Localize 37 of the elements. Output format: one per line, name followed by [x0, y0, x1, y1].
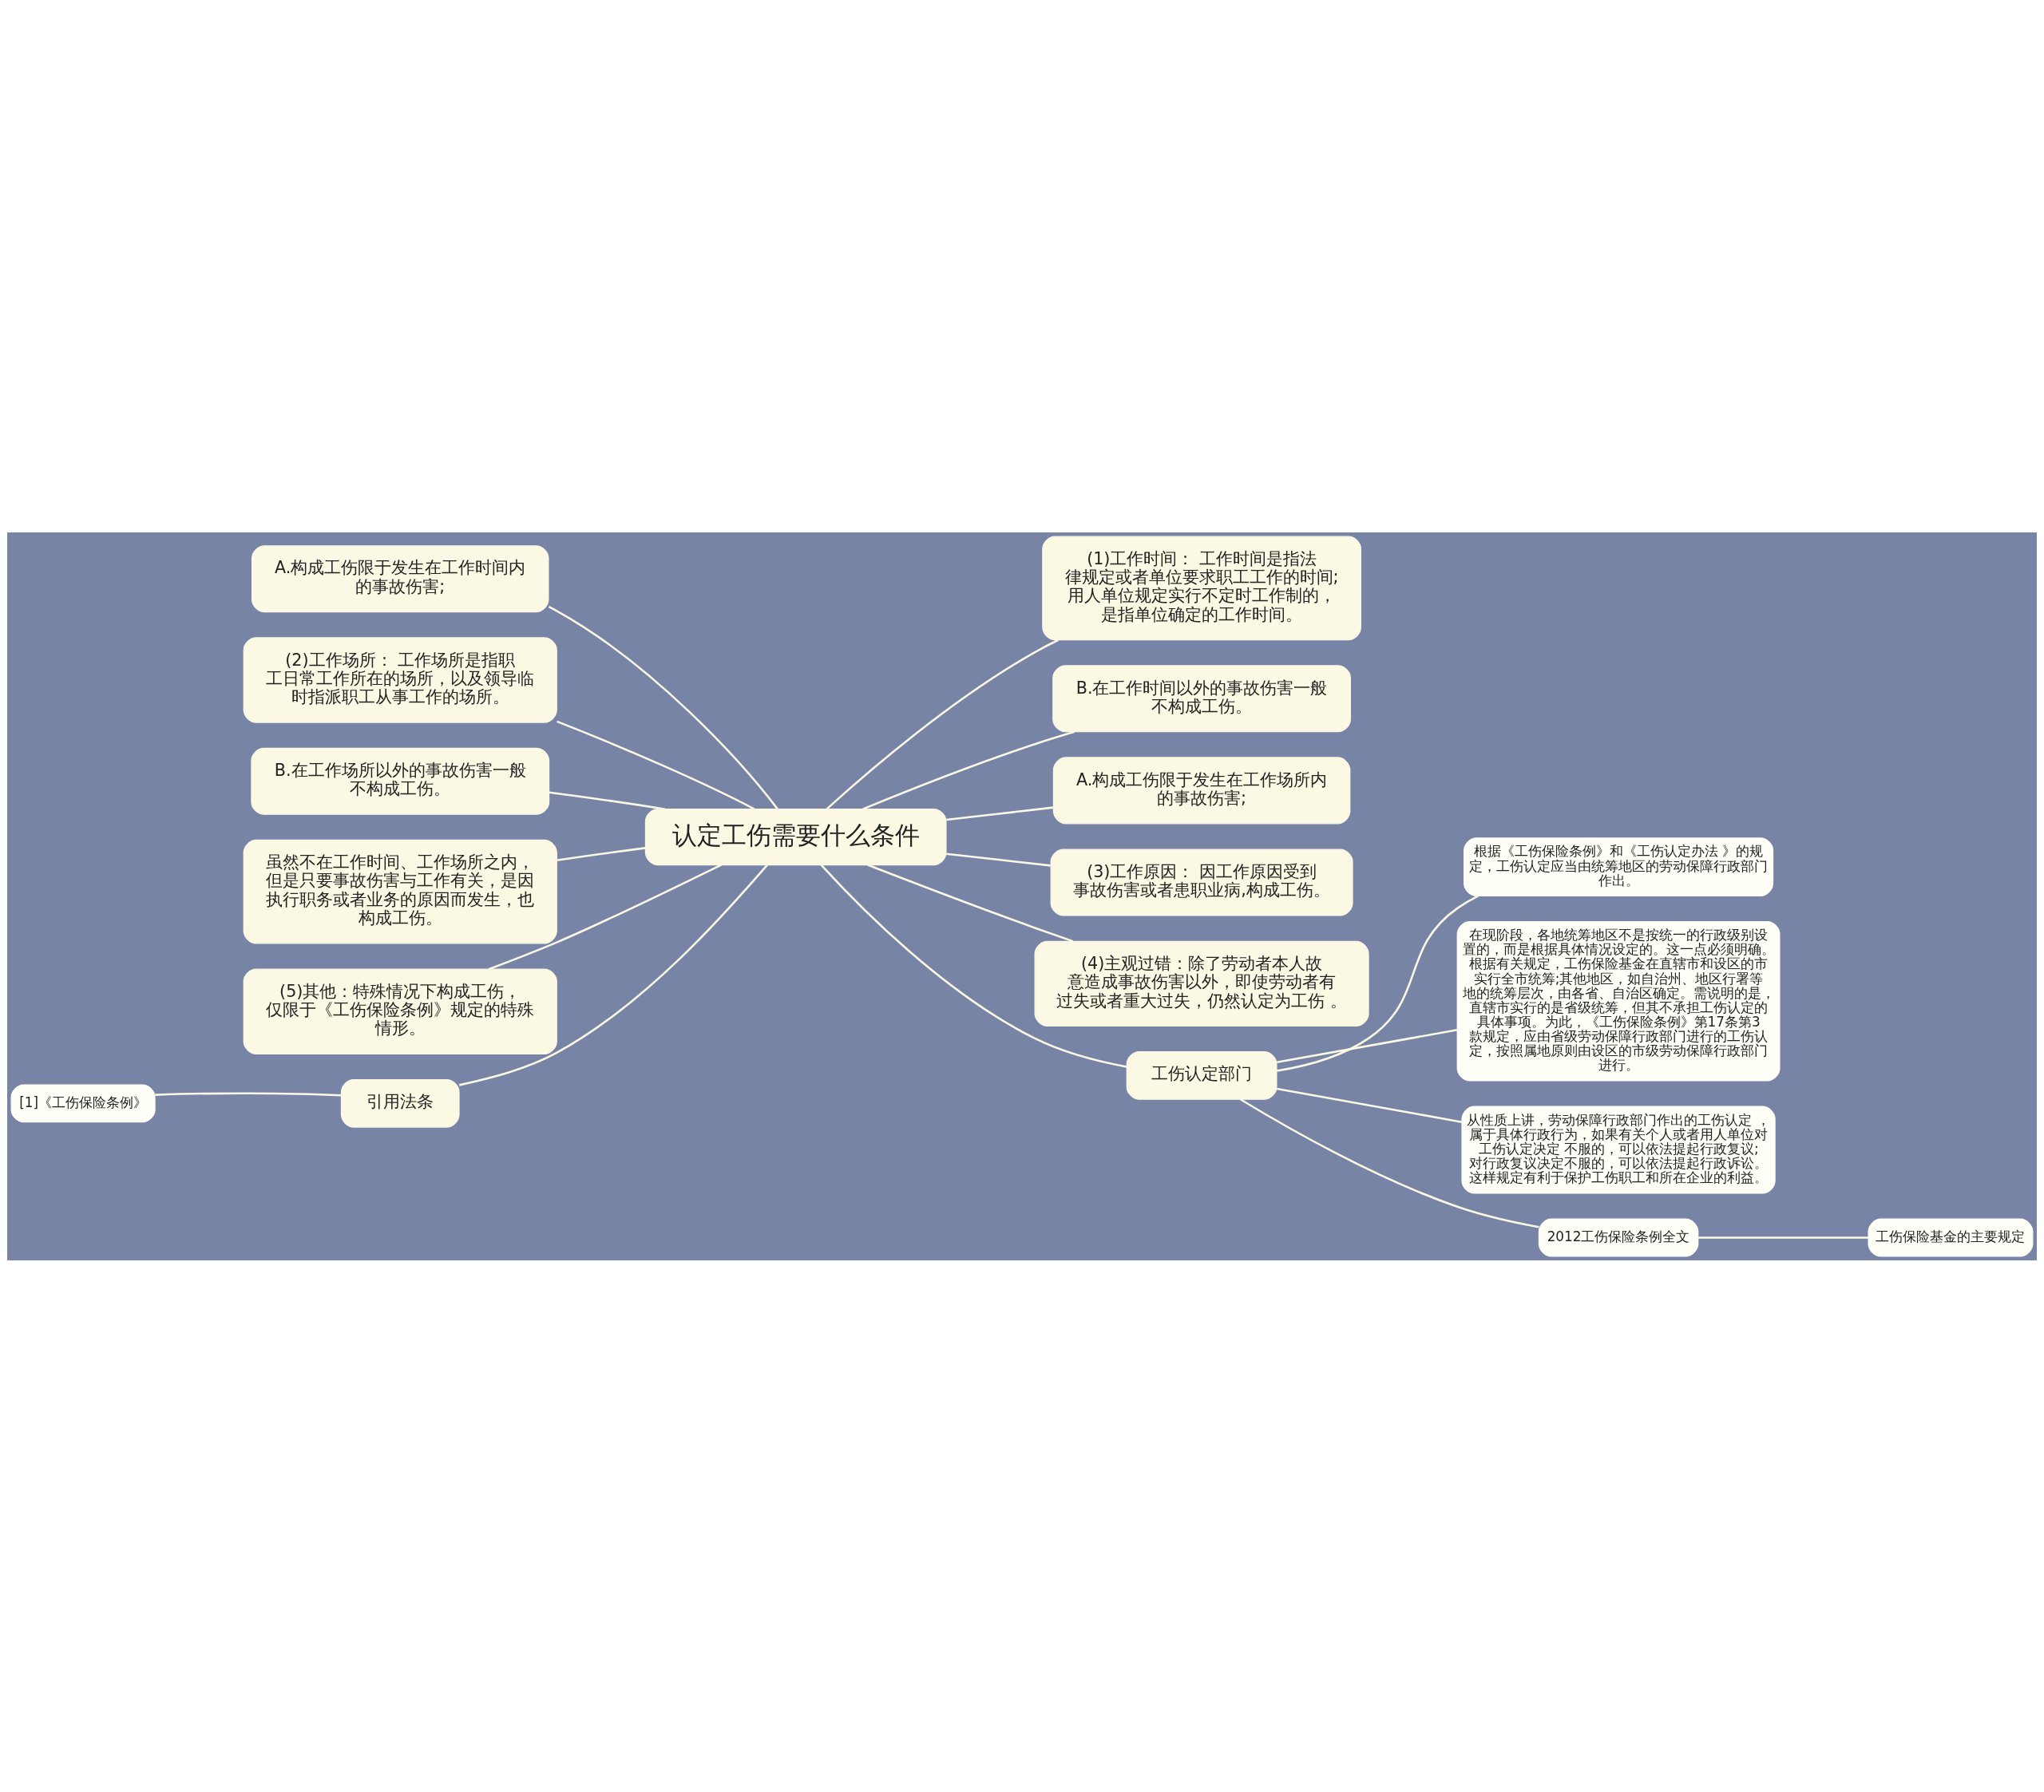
connector [946, 805, 1054, 821]
connector [458, 864, 768, 1086]
node-box: B.在工作时间以外的事故伤害一般不构成工伤。 [1052, 664, 1351, 732]
connector [155, 1091, 342, 1097]
node-box: A.构成工伤限于发生在工作时间内的事故伤害; [251, 544, 549, 612]
connector [862, 730, 1075, 810]
node-box: 引用法条 [340, 1078, 460, 1128]
connector [1276, 894, 1480, 1072]
node-box: 从性质上讲，劳动保障行政部门作出的工伤认定 ，属于具体行政行为，如果有关个人或者用人单位对工伤认定决定 不服的，可以依法提起行政复议;对行政复议决定不服的，可以依法提起行政诉讼。这样规定有利于保护工伤职工和所在企业的利益。 [1461, 1106, 1776, 1194]
connector [1239, 1098, 1539, 1228]
connector [1277, 1028, 1458, 1063]
node-box: 工伤认定部门 [1126, 1050, 1278, 1100]
node-box: (4)主观过错：除了劳动者本人故意造成事故伤害以外，即使劳动者有过失或者重大过失，仍然认定为工伤 。 [1034, 940, 1369, 1027]
node-box: 虽然不在工作时间、工作场所之内，但是只要事故伤害与工作有关，是因执行职务或者业务的原因而发生，也构成工伤。 [243, 839, 557, 943]
node-box: [1]《工伤保险条例》 [10, 1083, 156, 1122]
connector [549, 790, 666, 810]
node-box: A.构成工伤限于发生在工作场所内的事故伤害; [1052, 756, 1351, 824]
node-box: 根据《工伤保险条例》和《工伤认定办法 》的规定，工伤认定应当由统筹地区的劳动保障行政部门作出。 [1464, 837, 1774, 896]
connector [548, 605, 778, 809]
node-box: (2)工作场所： 工作场所是指职工日常工作所在的场所，以及领导临时指派职工从事工作的场所。 [243, 636, 557, 723]
connector [557, 720, 755, 810]
node-box: B.在工作场所以外的事故伤害一般不构成工伤。 [251, 747, 550, 815]
node-box: 认定工伤需要什么条件 [644, 808, 947, 865]
connector [820, 864, 1127, 1068]
connector [489, 863, 722, 970]
node-box: 在现阶段，各地统筹地区不是按统一的行政级别设置的，而是根据具体情况设定的。这一点必须明确。根据有关规定，工伤保险基金在直辖市和设区的市实行全市统筹;其他地区，如自治州、地区行署等地的统筹层次，由各省、自治区确定。需说明的是，直辖市实行的是省级统筹，但其不承担工伤认定的具体事项。为此，《工伤保险条例》第17条第3款规定，应由省级劳动保障行政部门进行的工伤认定，按照属地原则由设区的市级劳动保障行政部门进行。 [1456, 920, 1781, 1082]
node-box: 2012工伤保险条例全文 [1538, 1218, 1699, 1256]
connector [867, 863, 1074, 942]
node-box: (5)其他：特殊情况下构成工伤，仅限于《工伤保险条例》规定的特殊情形。 [243, 968, 557, 1054]
connector [1277, 1087, 1463, 1123]
node-box: (3)工作原因： 因工作原因受到事故伤害或者患职业病,构成工伤。 [1050, 849, 1353, 916]
node-box: 工伤保险基金的主要规定 [1868, 1218, 2034, 1256]
connector [826, 639, 1060, 810]
node-box: (1)工作时间： 工作时间是指法律规定或者单位要求职工工作的时间;用人单位规定实行不定时工作制的，是指单位确定的工作时间。 [1042, 536, 1361, 640]
connector [1697, 1236, 1868, 1239]
connector [557, 846, 646, 861]
connector [946, 852, 1051, 867]
